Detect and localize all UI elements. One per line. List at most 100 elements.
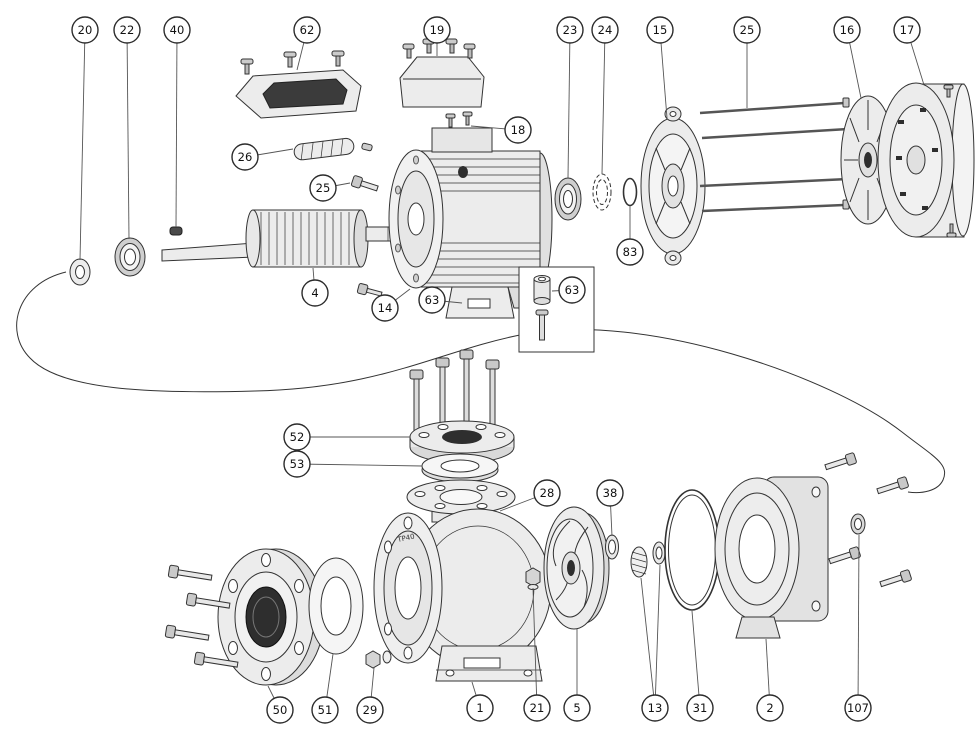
callout-number: 28 bbox=[540, 486, 555, 500]
callout-balloon bbox=[113, 16, 141, 44]
callout-balloon bbox=[231, 143, 259, 171]
callout-number: 21 bbox=[530, 701, 545, 715]
callout-number: 16 bbox=[840, 23, 855, 37]
part-bearing-rear bbox=[554, 177, 582, 221]
callout-1: 1 bbox=[466, 681, 494, 722]
callout-number: 22 bbox=[120, 23, 135, 37]
part-motor-bracket bbox=[714, 476, 829, 639]
callout-24: 24 bbox=[591, 16, 619, 175]
callout-number: 19 bbox=[430, 23, 445, 37]
callout-number: 2 bbox=[766, 701, 773, 715]
callout-5: 5 bbox=[563, 629, 591, 722]
leader-line bbox=[79, 29, 86, 261]
callout-17: 17 bbox=[893, 16, 925, 86]
part-screw-mid bbox=[350, 175, 379, 192]
callout-29: 29 bbox=[356, 667, 384, 724]
callout-balloon bbox=[163, 16, 191, 44]
part-seal-seat bbox=[605, 534, 619, 560]
callout-18: 18 bbox=[470, 116, 532, 144]
part-terminal-box bbox=[399, 38, 485, 108]
part-end-shield bbox=[640, 106, 706, 266]
callout-25: 25 bbox=[733, 16, 761, 108]
part-drain-plug bbox=[525, 567, 541, 590]
callout-balloon bbox=[466, 694, 494, 722]
callout-balloon bbox=[283, 450, 311, 478]
callout-26: 26 bbox=[231, 143, 294, 171]
callout-4: 4 bbox=[301, 267, 329, 307]
callout-number: 38 bbox=[603, 486, 618, 500]
callout-15: 15 bbox=[646, 16, 674, 119]
callout-23: 23 bbox=[556, 16, 584, 179]
callout-25: 25 bbox=[309, 174, 351, 202]
callout-balloon bbox=[266, 696, 294, 724]
part-tie-rods bbox=[699, 97, 854, 213]
callout-number: 62 bbox=[300, 23, 315, 37]
callout-number: 13 bbox=[648, 701, 663, 715]
callout-number: 17 bbox=[900, 23, 915, 37]
leader-line bbox=[857, 534, 860, 709]
callout-balloon bbox=[558, 276, 586, 304]
callout-number: 50 bbox=[273, 703, 288, 717]
part-top-flange bbox=[409, 420, 515, 464]
callout-number: 20 bbox=[78, 23, 93, 37]
assembly-connector-line bbox=[16, 271, 945, 494]
callout-51: 51 bbox=[311, 653, 339, 724]
callout-number: 15 bbox=[653, 23, 668, 37]
part-flange-studs bbox=[409, 349, 500, 433]
callout-balloon bbox=[646, 16, 674, 44]
callout-number: 83 bbox=[623, 245, 638, 259]
callout-balloon bbox=[686, 694, 714, 722]
part-bearing-front bbox=[114, 237, 146, 277]
part-round-gasket bbox=[308, 557, 364, 655]
callout-balloon bbox=[641, 694, 669, 722]
callout-balloon bbox=[844, 694, 872, 722]
part-washer bbox=[69, 258, 91, 286]
callout-balloon bbox=[523, 694, 551, 722]
callout-83: 83 bbox=[616, 206, 644, 266]
callout-number: 23 bbox=[563, 23, 578, 37]
callout-number: 25 bbox=[740, 23, 755, 37]
callout-number: 63 bbox=[565, 283, 580, 297]
callout-number: 51 bbox=[318, 703, 333, 717]
part-shaft-key bbox=[169, 226, 183, 236]
part-flange-gasket bbox=[421, 453, 499, 483]
detail-inset-box bbox=[518, 266, 595, 353]
callout-balloon bbox=[311, 696, 339, 724]
callout-62: 62 bbox=[293, 16, 321, 71]
callout-number: 18 bbox=[511, 123, 526, 137]
leader-line bbox=[296, 463, 423, 467]
callout-balloon bbox=[309, 174, 337, 202]
leader-line bbox=[567, 29, 571, 179]
callout-balloon bbox=[293, 16, 321, 44]
callout-16: 16 bbox=[833, 16, 862, 99]
callout-number: 14 bbox=[378, 301, 393, 315]
part-mechanical-seal bbox=[630, 541, 666, 578]
part-terminal-box-cover bbox=[235, 50, 362, 119]
leader-line bbox=[601, 29, 606, 175]
callout-28: 28 bbox=[499, 479, 561, 512]
callout-19: 19 bbox=[423, 16, 451, 56]
callout-balloon bbox=[733, 16, 761, 44]
part-wave-washer bbox=[592, 173, 612, 211]
callout-balloon bbox=[556, 16, 584, 44]
part-bracket-screws bbox=[824, 452, 912, 588]
callout-balloon bbox=[533, 479, 561, 507]
callout-balloon bbox=[423, 16, 451, 44]
callout-number: 52 bbox=[290, 430, 305, 444]
callout-number: 24 bbox=[598, 23, 613, 37]
part-rotor-shaft bbox=[161, 209, 407, 268]
leader-line bbox=[640, 577, 656, 709]
callout-number: 40 bbox=[170, 23, 185, 37]
callout-number: 107 bbox=[847, 701, 869, 715]
callout-balloon bbox=[356, 696, 384, 724]
callout-53: 53 bbox=[283, 450, 423, 478]
callout-40: 40 bbox=[163, 16, 191, 228]
callout-38: 38 bbox=[596, 479, 624, 537]
callout-number: 25 bbox=[316, 181, 331, 195]
casing-marking: TP40 bbox=[396, 533, 416, 545]
callout-balloon bbox=[596, 479, 624, 507]
callout-number: 53 bbox=[290, 457, 305, 471]
callout-number: 63 bbox=[425, 293, 440, 307]
callout-number: 5 bbox=[573, 701, 580, 715]
